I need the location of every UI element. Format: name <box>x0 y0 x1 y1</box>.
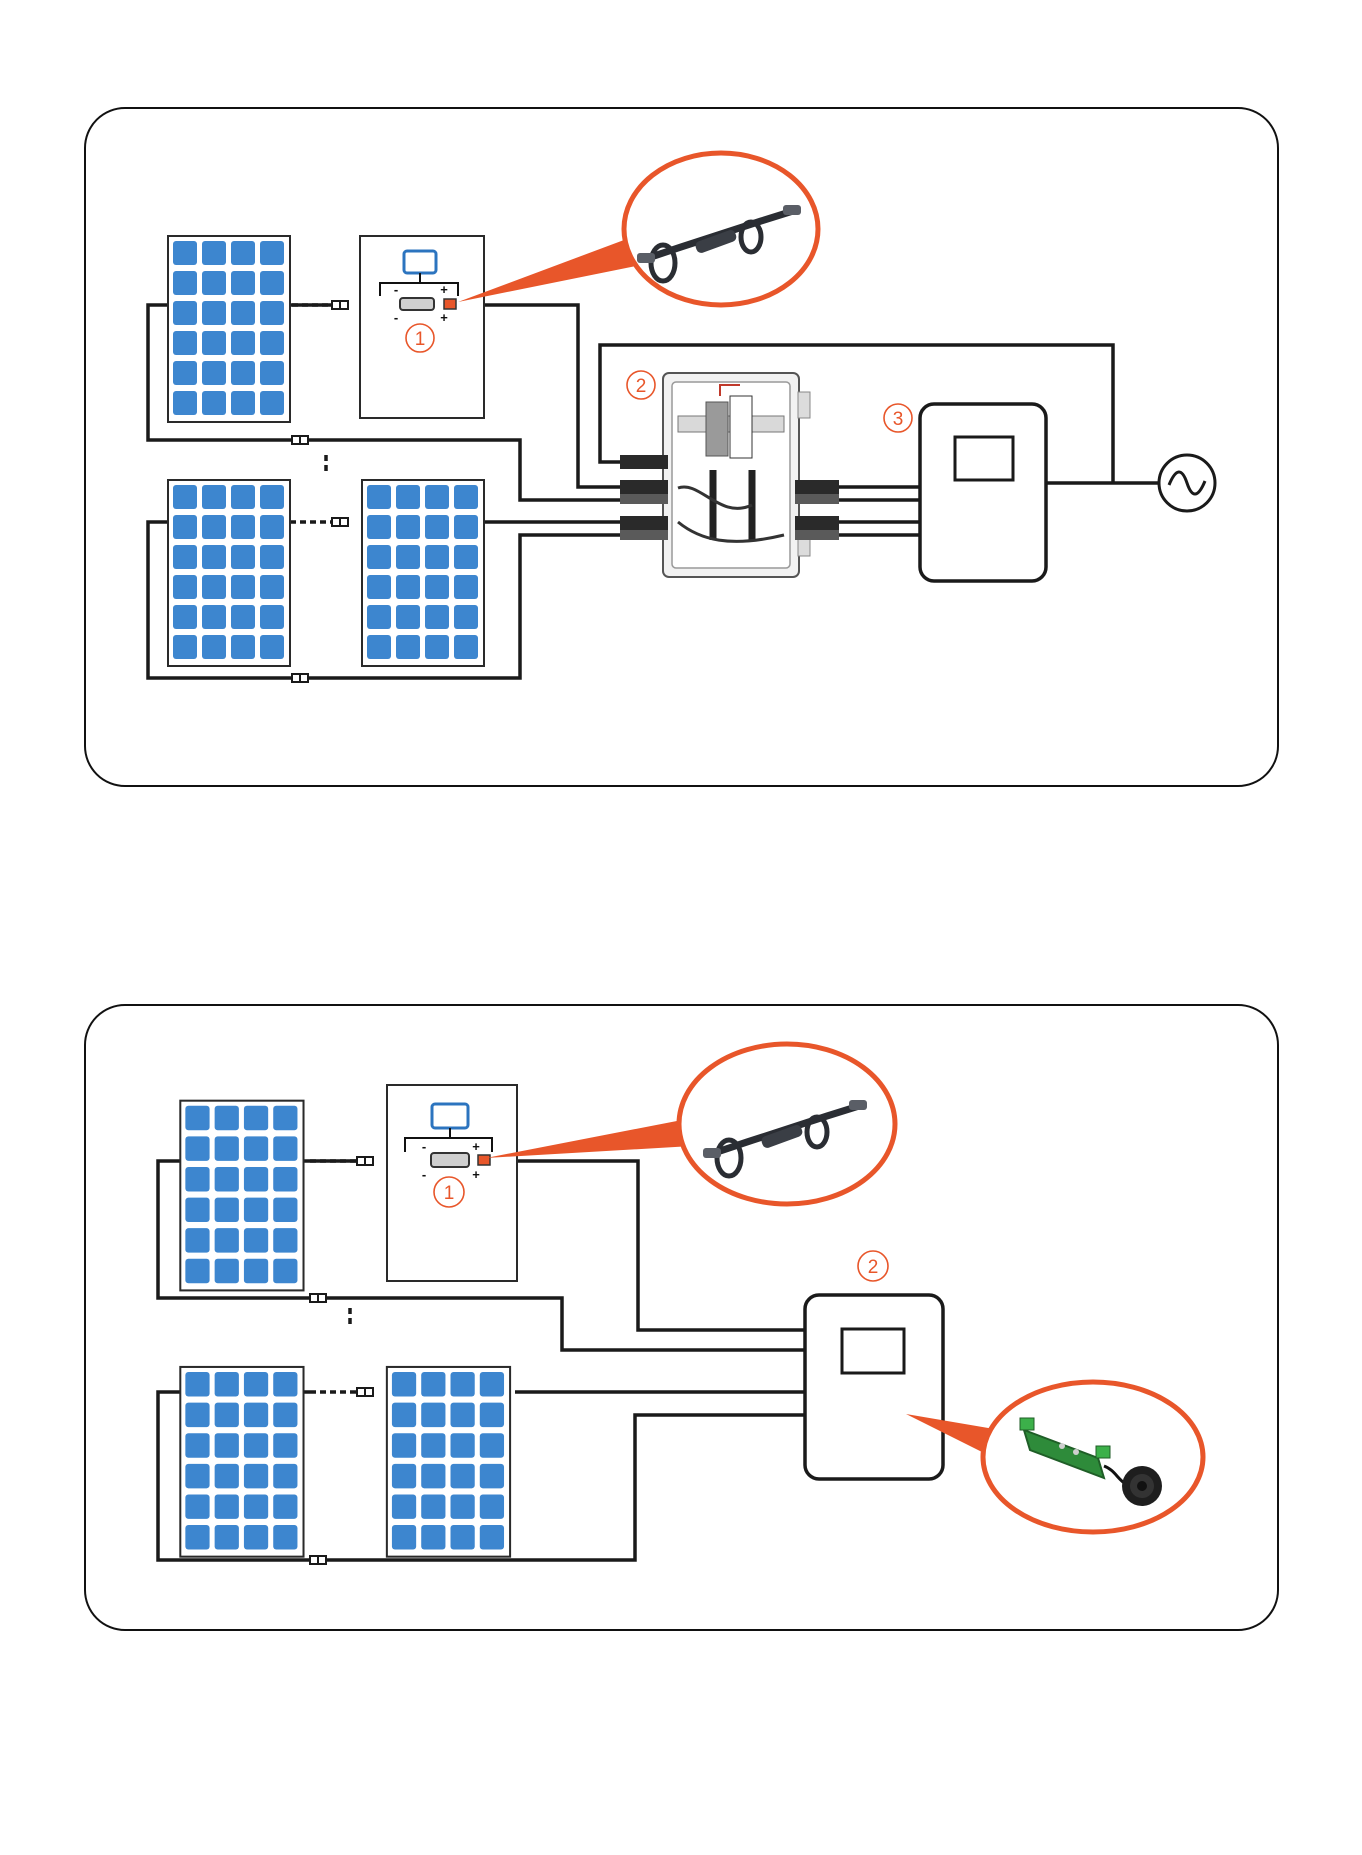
inverter-icon <box>920 404 1046 581</box>
terminal-plus: + <box>472 1139 480 1154</box>
solar-panel <box>387 1367 510 1557</box>
ac-grid-icon <box>1159 455 1215 511</box>
rsd-output-connector <box>444 299 456 309</box>
marker-rsd: 1 <box>415 329 426 350</box>
solar-panel <box>180 1367 303 1557</box>
monitor-icon <box>432 1104 468 1128</box>
terminal-minus: - <box>422 1139 426 1154</box>
inverter-display <box>955 437 1013 480</box>
connector-icon <box>332 518 348 526</box>
connector-icon <box>310 1294 326 1302</box>
solar-panel <box>362 480 484 666</box>
diagram-top: - + - + 1 <box>85 108 1278 786</box>
terminal-minus: - <box>394 310 398 325</box>
rapid-shutdown-device-icon <box>431 1153 469 1167</box>
solar-panel <box>168 480 290 666</box>
terminal-plus: + <box>440 310 448 325</box>
terminal-minus: - <box>394 282 398 297</box>
connector-icon <box>357 1157 373 1165</box>
solar-panel <box>180 1101 303 1291</box>
connector-icon <box>332 301 348 309</box>
monitor-icon <box>404 251 436 273</box>
inverter-display <box>842 1329 904 1373</box>
marker-inverter: 3 <box>893 409 904 430</box>
rsd-module: - + - + 1 <box>387 1085 517 1281</box>
terminal-plus: + <box>440 282 448 297</box>
terminal-plus: + <box>472 1167 480 1182</box>
connector-icon <box>292 436 308 444</box>
connector-icon <box>292 674 308 682</box>
connector-icon <box>310 1556 326 1564</box>
terminal-minus: - <box>422 1167 426 1182</box>
marker-inverter: 2 <box>868 1257 879 1278</box>
inverter-icon <box>805 1295 943 1479</box>
rsd-output-connector <box>478 1155 490 1165</box>
solar-panel <box>168 236 290 422</box>
diagram-bottom: - + - + 1 2 <box>85 1005 1278 1630</box>
rsd-module: - + - + 1 <box>360 236 484 418</box>
marker-rsd: 1 <box>444 1183 455 1204</box>
connector-icon <box>357 1388 373 1396</box>
marker-combiner: 2 <box>636 376 647 397</box>
rapid-shutdown-device-icon <box>400 298 434 310</box>
